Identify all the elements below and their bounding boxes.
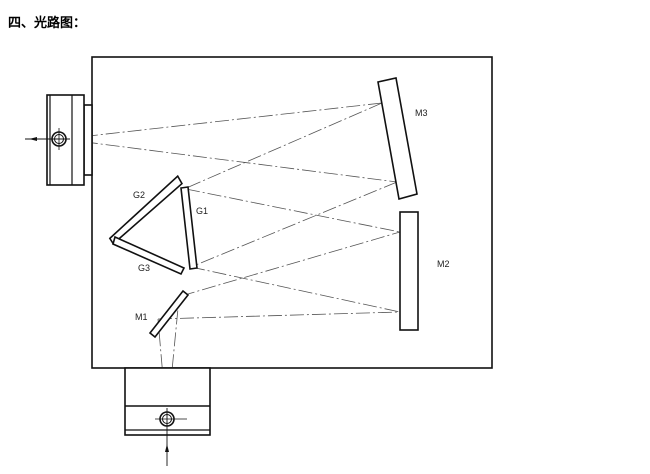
- light-rays: [61, 102, 401, 413]
- label-g2: G2: [133, 190, 145, 200]
- left-detector-unit: [25, 94, 93, 186]
- label-m3: M3: [415, 108, 428, 118]
- grating-g1: [180, 186, 198, 270]
- section-title: 四、光路图：: [8, 16, 87, 31]
- mirror-m3: [377, 77, 418, 201]
- label-m2: M2: [437, 259, 450, 269]
- mirror-m2: [399, 211, 419, 331]
- housing: [91, 56, 493, 369]
- label-g3: G3: [138, 263, 150, 273]
- arrow-up-icon: [165, 444, 169, 452]
- grating-g2: [108, 174, 183, 245]
- grating-g3: [112, 235, 186, 276]
- mirror-m1: [148, 289, 190, 339]
- label-m1: M1: [135, 312, 148, 322]
- bottom-source-unit: [124, 367, 211, 466]
- arrow-left-icon: [29, 137, 37, 141]
- label-g1: G1: [196, 206, 208, 216]
